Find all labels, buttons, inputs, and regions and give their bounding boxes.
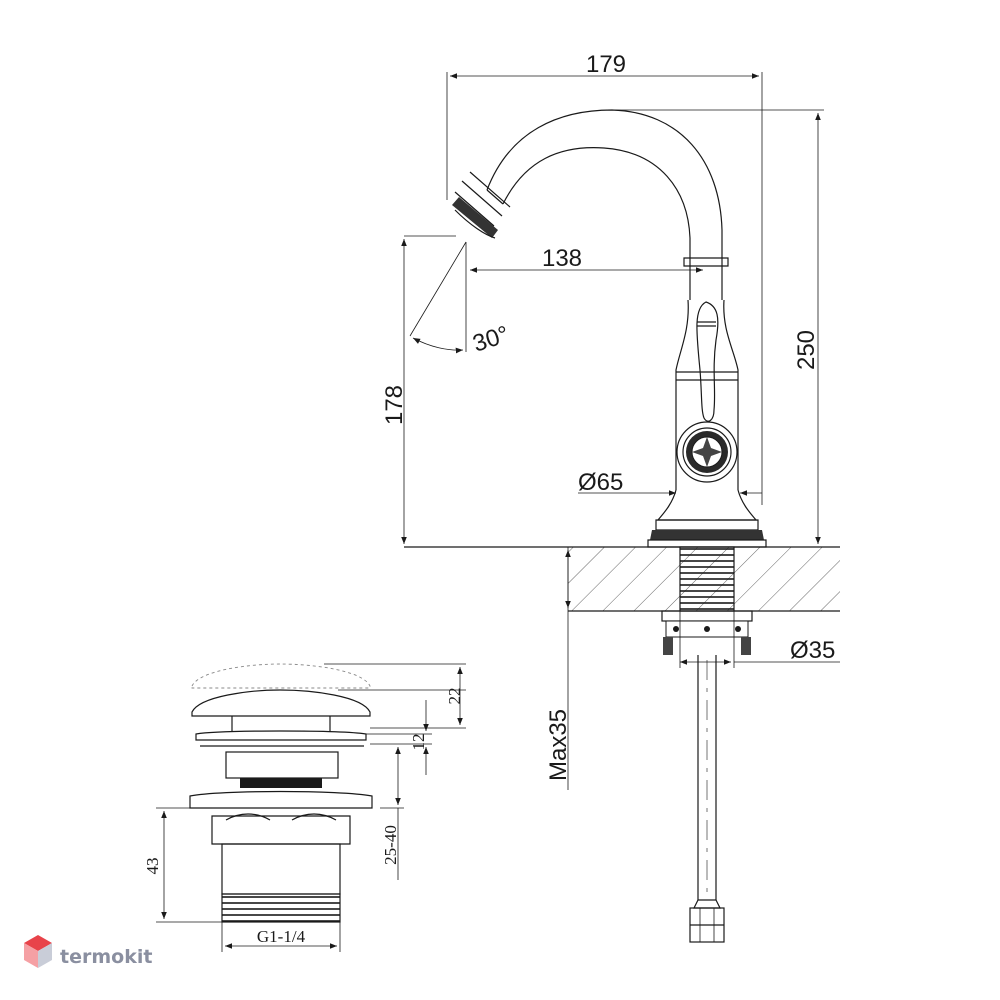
- dim-label-shank-diameter: Ø35: [790, 637, 835, 664]
- logo-cube-icon: [24, 935, 52, 968]
- dim-label-cap-height: 12: [409, 734, 428, 751]
- dim-label-138: 138: [542, 245, 582, 272]
- termokit-logo: termokit: [24, 935, 152, 968]
- logo-text: termokit: [60, 946, 152, 968]
- dim-label-thread: G1-1/4: [257, 927, 306, 946]
- countertop-section: [404, 546, 840, 612]
- dim-label-body-height: 43: [143, 858, 162, 875]
- drain-dimension-lines: [156, 663, 466, 949]
- faucet-outline: [452, 109, 767, 943]
- dim-label-max-thickness: Max35: [545, 709, 572, 781]
- dimension-lines: [401, 72, 840, 790]
- dim-label-base-diameter: Ø65: [578, 469, 623, 496]
- dim-label-basin-thickness: 25-40: [381, 825, 400, 865]
- dim-label-178: 178: [381, 385, 408, 425]
- drain-dimension-labels: 22 12 25-40 43 G1-1/4: [143, 688, 464, 947]
- dim-label-179: 179: [586, 51, 626, 78]
- dim-label-cap-lift: 22: [445, 688, 464, 705]
- drain-valve-outline: [189, 663, 373, 952]
- dim-label-angle: 30°: [470, 321, 513, 358]
- faucet-dimension-labels: 179 138 250 178 30° Ø65 Ø35 Max35: [381, 51, 835, 781]
- dim-label-250: 250: [793, 330, 820, 370]
